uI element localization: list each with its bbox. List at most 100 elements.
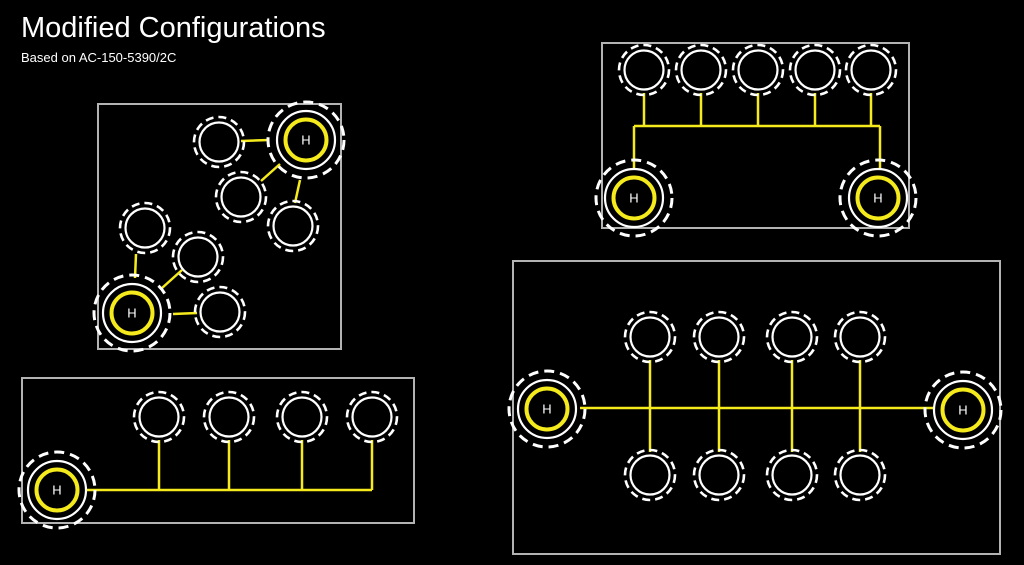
helipad-label: H (301, 133, 310, 148)
stand-safety-ring (731, 43, 785, 97)
stand-safety-ring (674, 43, 728, 97)
parking-stand-icon (765, 448, 819, 502)
stand-safety-ring (765, 448, 819, 502)
stand-safety-ring (345, 390, 399, 444)
stand-circle (351, 396, 393, 438)
stand-safety-ring (214, 170, 268, 224)
helipad-yellow-ring (524, 386, 570, 432)
stand-circle (680, 49, 722, 91)
helipad-label: H (52, 483, 61, 498)
parking-stand-icon (765, 310, 819, 364)
parking-stand-icon (788, 43, 842, 97)
config-frame (97, 103, 342, 350)
helipad-yellow-ring (283, 117, 329, 163)
stand-safety-ring (171, 230, 225, 284)
stand-circle (771, 454, 813, 496)
config-frame (21, 377, 415, 524)
helipad-safety-ring (266, 100, 346, 180)
config-single-helipad-four-stands: H (17, 377, 415, 530)
stand-circle (208, 396, 250, 438)
stand-circle (199, 291, 241, 333)
helipad-icon: H (507, 369, 587, 449)
stand-safety-ring (132, 390, 186, 444)
stand-safety-ring (118, 201, 172, 255)
stand-circle (839, 454, 881, 496)
connector-line (293, 179, 302, 204)
parking-stand-icon (193, 285, 247, 339)
helipad-yellow-ring (109, 290, 155, 336)
stand-safety-ring (765, 310, 819, 364)
stand-circle (698, 316, 740, 358)
helipad-icon: H (17, 450, 97, 530)
stand-circle (629, 316, 671, 358)
stand-circle (177, 236, 219, 278)
stand-safety-ring (692, 310, 746, 364)
stand-safety-ring (275, 390, 329, 444)
stand-circle (794, 49, 836, 91)
stand-safety-ring (202, 390, 256, 444)
helipad-yellow-ring (34, 467, 80, 513)
helipad-safety-ring (507, 369, 587, 449)
parking-stand-icon (266, 199, 320, 253)
parking-stand-icon (345, 390, 399, 444)
page-title: Modified Configurations (21, 12, 326, 44)
connector-line (240, 138, 270, 143)
helipad-icon: H (923, 370, 1003, 450)
parking-stand-icon (833, 448, 887, 502)
parking-stand-icon (623, 448, 677, 502)
helipad-icon: H (266, 100, 346, 180)
stand-safety-ring (193, 285, 247, 339)
stand-circle (698, 454, 740, 496)
parking-stand-icon (674, 43, 728, 97)
parking-stand-icon (171, 230, 225, 284)
helipad-safety-ring (17, 450, 97, 530)
config-diagonal: HH (92, 100, 346, 353)
stand-circle (850, 49, 892, 91)
parking-stand-icon (692, 310, 746, 364)
parking-stand-icon (132, 390, 186, 444)
stand-safety-ring (844, 43, 898, 97)
parking-stand-icon (214, 170, 268, 224)
stand-circle (124, 207, 166, 249)
helipad-icon: H (594, 158, 674, 238)
stand-circle (737, 49, 779, 91)
helipad-safety-ring (923, 370, 1003, 450)
page-subtitle: Based on AC-150-5390/2C (21, 50, 177, 65)
stand-circle (138, 396, 180, 438)
helipad-yellow-ring (611, 175, 657, 221)
parking-stand-icon (833, 310, 887, 364)
stand-circle (771, 316, 813, 358)
stand-circle (629, 454, 671, 496)
parking-stand-icon (192, 115, 246, 169)
connector-line (172, 311, 198, 316)
parking-stand-icon (731, 43, 785, 97)
parking-stand-icon (623, 310, 677, 364)
helipad-icon: H (838, 158, 918, 238)
helipad-yellow-ring (855, 175, 901, 221)
stand-safety-ring (617, 43, 671, 97)
connector-line (161, 269, 183, 289)
stand-safety-ring (692, 448, 746, 502)
helipad-safety-ring (92, 273, 172, 353)
helipad-label: H (958, 403, 967, 418)
helipad-label: H (127, 306, 136, 321)
connector-line (260, 163, 281, 182)
helipad-label: H (873, 191, 882, 206)
parking-stand-icon (617, 43, 671, 97)
parking-stand-icon (118, 201, 172, 255)
helipad-label: H (542, 402, 551, 417)
stand-circle (623, 49, 665, 91)
parking-stand-icon (275, 390, 329, 444)
config-frame (601, 42, 910, 229)
stand-circle (198, 121, 240, 163)
stand-safety-ring (266, 199, 320, 253)
parking-stand-icon (692, 448, 746, 502)
helipad-yellow-ring (940, 387, 986, 433)
helipad-label: H (629, 191, 638, 206)
stand-safety-ring (623, 448, 677, 502)
stand-safety-ring (788, 43, 842, 97)
config-frame (512, 260, 1001, 555)
